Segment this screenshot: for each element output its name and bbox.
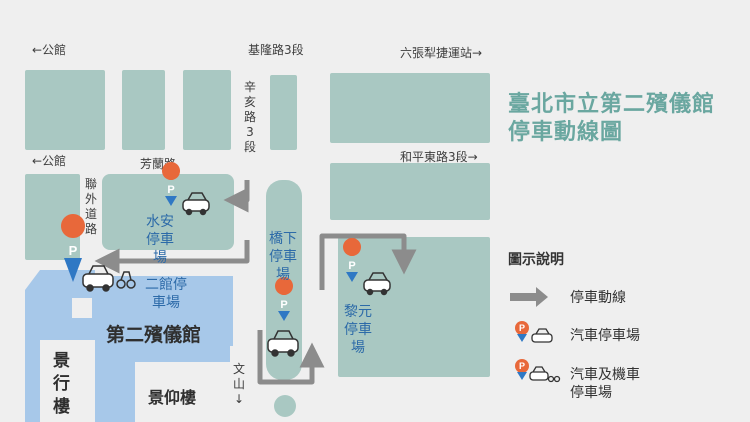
building-label-hall: 第二殯儀館	[106, 324, 202, 346]
legend-car-lot-icon: P	[515, 321, 553, 343]
car-icon-erguan	[82, 265, 114, 292]
car-icon-shuian	[182, 192, 210, 216]
lot-label-qiaoxia: 橋下停車場	[269, 231, 297, 283]
pin-qiaoxia: P	[275, 277, 294, 321]
city-block	[25, 70, 105, 150]
lot-label-shuian: 水安停車場	[146, 214, 174, 266]
pin-liyuan: P	[343, 238, 362, 282]
road-label-keelung: 基隆路3段	[248, 43, 304, 57]
svg-text:P: P	[280, 299, 287, 311]
city-block	[330, 73, 490, 143]
pin-erguan: P	[61, 214, 86, 282]
car-icons	[82, 192, 391, 357]
map-title: 臺北市立第二殯儀館	[508, 92, 716, 117]
shuian-block	[102, 174, 234, 250]
legend-title: 圖示說明	[508, 252, 564, 268]
road-label-xinhai: 辛亥路3段	[243, 80, 256, 154]
city-block	[270, 75, 297, 150]
city-block	[183, 70, 231, 150]
road-label-liuzhang: 六張犁捷運站→	[400, 46, 483, 60]
legend-route-arrow-icon	[510, 287, 548, 307]
svg-text:P: P	[348, 260, 355, 272]
map-subtitle: 停車動線圖	[508, 120, 624, 145]
svg-text:P: P	[519, 323, 525, 333]
pin-shuian: P	[162, 162, 181, 206]
svg-text:P: P	[519, 361, 525, 371]
lot-label-liyuan: 黎元停車場	[344, 304, 372, 356]
road-label-heping: 和平東路3段→	[400, 150, 478, 164]
road-label-gongguan-mid: ←公館	[32, 154, 67, 168]
legend-car-moto-lot-icon: P	[515, 359, 561, 383]
city-block	[122, 70, 165, 150]
legend-car-moto-lot-label-line2: 停車場	[570, 385, 612, 401]
svg-text:P: P	[69, 243, 78, 258]
road-label-wenshan: 文山↓	[232, 362, 245, 406]
legend-car-lot-label: 汽車停車場	[570, 328, 640, 344]
city-block	[274, 395, 296, 417]
road-label-gongguan-top: ←公館	[32, 43, 67, 57]
building-label-jingyang: 景仰樓	[148, 388, 197, 407]
car-icon-qiaoxia	[267, 330, 299, 357]
legend-route-label: 停車動線	[570, 290, 626, 306]
legend-car-moto-lot-label-line1: 汽車及機車	[570, 367, 640, 383]
scooter-icon-erguan	[116, 271, 136, 289]
car-icon-liyuan	[363, 272, 391, 296]
city-block	[330, 163, 490, 220]
lot-label-erguan: 二館停車場	[145, 277, 187, 311]
building-label-jingxing: 景行樓	[53, 351, 70, 417]
road-label-lianwai: 聯外道路	[84, 177, 97, 236]
svg-text:P: P	[167, 184, 174, 196]
